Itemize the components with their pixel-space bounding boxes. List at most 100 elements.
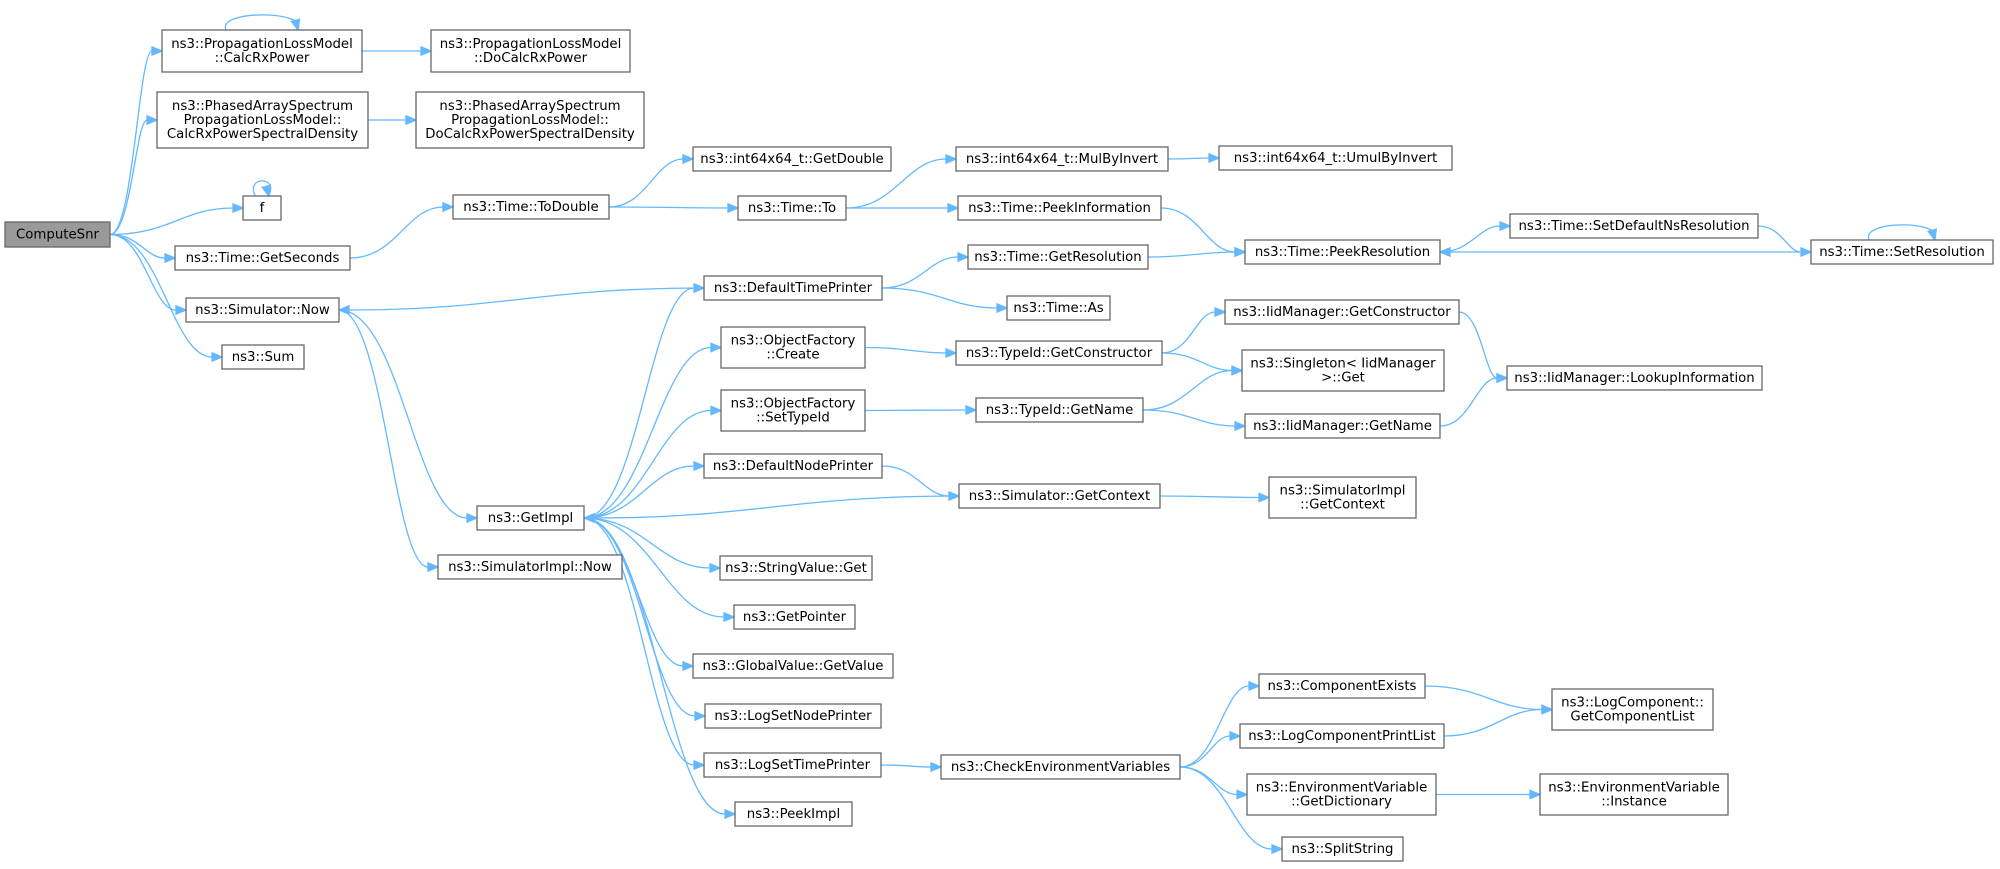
node-label: ns3::ObjectFactory (731, 397, 856, 412)
node-envgetdict[interactable]: ns3::EnvironmentVariable::GetDictionary (1246, 773, 1437, 816)
node-defaulttimeprinter[interactable]: ns3::DefaultTimePrinter (703, 275, 883, 301)
node-box (719, 555, 873, 581)
nodes-layer: ComputeSnr ns3::PropagationLossModel::Cal… (4, 29, 1994, 862)
edge-computesnr-to-getseconds (109, 233, 177, 264)
edge-getimpl-to-defaultnodeprinter (583, 460, 706, 519)
node-label: ComputeSnr (16, 228, 100, 243)
node-box (692, 653, 894, 679)
edge-simnow-to-simimplnow (338, 309, 440, 573)
node-label: ns3::PhasedArraySpectrum (172, 99, 353, 114)
node-calcrxpower[interactable]: ns3::PropagationLossModel::CalcRxPower (161, 29, 363, 73)
node-globalvalueget[interactable]: ns3::GlobalValue::GetValue (692, 653, 894, 679)
node-timeas[interactable]: ns3::Time::As (1006, 295, 1111, 321)
node-label: ::Instance (1601, 795, 1667, 810)
node-box (1239, 723, 1445, 749)
node-box (185, 297, 340, 323)
node-label: DoCalcRxPowerSpectralDensity (425, 127, 635, 142)
node-box (1506, 365, 1763, 391)
node-splitstring[interactable]: ns3::SplitString (1281, 836, 1404, 862)
node-label: ns3::Simulator::GetContext (969, 489, 1150, 504)
node-calcrxpsd[interactable]: ns3::PhasedArraySpectrumPropagationLossM… (156, 91, 369, 149)
node-lookupinfo[interactable]: ns3::IidManager::LookupInformation (1506, 365, 1763, 391)
node-box (955, 340, 1163, 366)
edge-todouble-to-timeto (608, 202, 740, 214)
node-timeto[interactable]: ns3::Time::To (737, 195, 847, 221)
node-label: ns3::EnvironmentVariable (1256, 781, 1428, 796)
node-label: ns3::DefaultTimePrinter (714, 281, 873, 296)
node-logsetnodeprinter[interactable]: ns3::LogSetNodePrinter (704, 703, 882, 729)
edge-simnow-to-getimpl (338, 309, 479, 524)
node-docalcrxpower[interactable]: ns3::PropagationLossModel::DoCalcRxPower (430, 29, 631, 73)
node-box (955, 146, 1169, 172)
node-logcomponentprintlist[interactable]: ns3::LogComponentPrintList (1239, 723, 1445, 749)
node-label: CalcRxPowerSpectralDensity (167, 127, 358, 142)
edge-tidgetctor-to-iidgetctor (1161, 306, 1227, 354)
node-label: ns3::int64x64_t::GetDouble (700, 152, 883, 167)
node-box (1268, 476, 1417, 519)
node-peekimpl[interactable]: ns3::PeekImpl (734, 801, 853, 827)
node-label: ns3::Time::GetSeconds (186, 251, 340, 266)
edge-iidgetname-to-lookupinfo (1439, 372, 1509, 427)
node-peekres[interactable]: ns3::Time::PeekResolution (1244, 239, 1441, 265)
node-iidgetname[interactable]: ns3::IidManager::GetName (1244, 413, 1441, 439)
node-getpointer[interactable]: ns3::GetPointer (733, 604, 856, 630)
node-tidgetname[interactable]: ns3::TypeId::GetName (975, 397, 1144, 423)
node-box (174, 245, 351, 271)
node-label: ns3::SplitString (1292, 842, 1394, 857)
node-mulbyinvert[interactable]: ns3::int64x64_t::MulByInvert (955, 146, 1169, 172)
node-getcomponentlist[interactable]: ns3::LogComponent::GetComponentList (1551, 688, 1714, 731)
node-docalcrxpsd[interactable]: ns3::PhasedArraySpectrumPropagationLossM… (415, 91, 645, 149)
node-simimplnow[interactable]: ns3::SimulatorImpl::Now (437, 554, 623, 580)
node-umulbyinvert[interactable]: ns3::int64x64_t::UmulByInvert (1218, 145, 1453, 171)
edge-defaulttimeprinter-to-simnow (337, 287, 705, 316)
node-label: ns3::Sum (232, 350, 295, 365)
node-label: f (260, 201, 265, 216)
node-label: ns3::EnvironmentVariable (1548, 781, 1720, 796)
node-simgetcontext[interactable]: ns3::Simulator::GetContext (958, 483, 1161, 509)
node-envinstance[interactable]: ns3::EnvironmentVariable::Instance (1539, 773, 1729, 816)
edge-defaulttimeprinter-to-timeas (881, 287, 1009, 314)
node-simnow[interactable]: ns3::Simulator::Now (185, 297, 340, 323)
edge-getimpl-to-stringvalueget (583, 517, 722, 574)
node-setres[interactable]: ns3::Time::SetResolution (1810, 239, 1994, 265)
node-f[interactable]: f (242, 195, 282, 221)
node-defaultnodeprinter[interactable]: ns3::DefaultNodePrinter (703, 453, 883, 479)
node-getresolution[interactable]: ns3::Time::GetResolution (967, 244, 1149, 270)
node-componentexists[interactable]: ns3::ComponentExists (1258, 673, 1426, 699)
node-checkenv[interactable]: ns3::CheckEnvironmentVariables (940, 754, 1181, 780)
node-ofsettypeid[interactable]: ns3::ObjectFactory::SetTypeId (720, 389, 866, 432)
node-peekinfo[interactable]: ns3::Time::PeekInformation (957, 195, 1162, 221)
node-label: ns3::TypeId::GetConstructor (966, 346, 1153, 361)
node-label: >::Get (1321, 371, 1365, 386)
edge-getimpl-to-defaulttimeprinter (583, 282, 706, 519)
node-label: ns3::Time::As (1013, 301, 1103, 316)
edge-ofsettypeid-to-tidgetname (864, 404, 978, 416)
node-box (476, 505, 585, 531)
edge-computesnr-to-simnow (109, 233, 188, 316)
node-getseconds[interactable]: ns3::Time::GetSeconds (174, 245, 351, 271)
node-todouble[interactable]: ns3::Time::ToDouble (452, 194, 610, 220)
node-box (692, 146, 892, 172)
node-box (703, 752, 882, 778)
node-sum[interactable]: ns3::Sum (221, 344, 305, 370)
node-box (1244, 413, 1441, 439)
node-setdefaultns[interactable]: ns3::Time::SetDefaultNsResolution (1509, 213, 1759, 239)
node-logsettimeprinter[interactable]: ns3::LogSetTimePrinter (703, 752, 882, 778)
node-computesnr[interactable]: ComputeSnr (4, 221, 111, 248)
edge-timeto-to-peekinfo (845, 202, 960, 214)
node-label: ::Create (766, 348, 819, 363)
node-stringvalueget[interactable]: ns3::StringValue::Get (719, 555, 873, 581)
edge-setres-to-setres (1867, 224, 1938, 242)
node-ofcreate[interactable]: ns3::ObjectFactory::Create (720, 326, 866, 369)
node-getdouble[interactable]: ns3::int64x64_t::GetDouble (692, 146, 892, 172)
node-simimplgetcontext[interactable]: ns3::SimulatorImpl::GetContext (1268, 476, 1417, 519)
node-iidgetctor[interactable]: ns3::IidManager::GetConstructor (1224, 299, 1460, 325)
node-box (704, 703, 882, 729)
node-tidgetctor[interactable]: ns3::TypeId::GetConstructor (955, 340, 1163, 366)
node-label: ns3::LogSetNodePrinter (714, 709, 872, 724)
edge-getimpl-to-getpointer (583, 517, 736, 623)
node-box (737, 195, 847, 221)
node-singletonget[interactable]: ns3::Singleton< IidManager>::Get (1241, 349, 1445, 392)
node-label: GetComponentList (1570, 710, 1694, 725)
node-getimpl[interactable]: ns3::GetImpl (476, 505, 585, 531)
